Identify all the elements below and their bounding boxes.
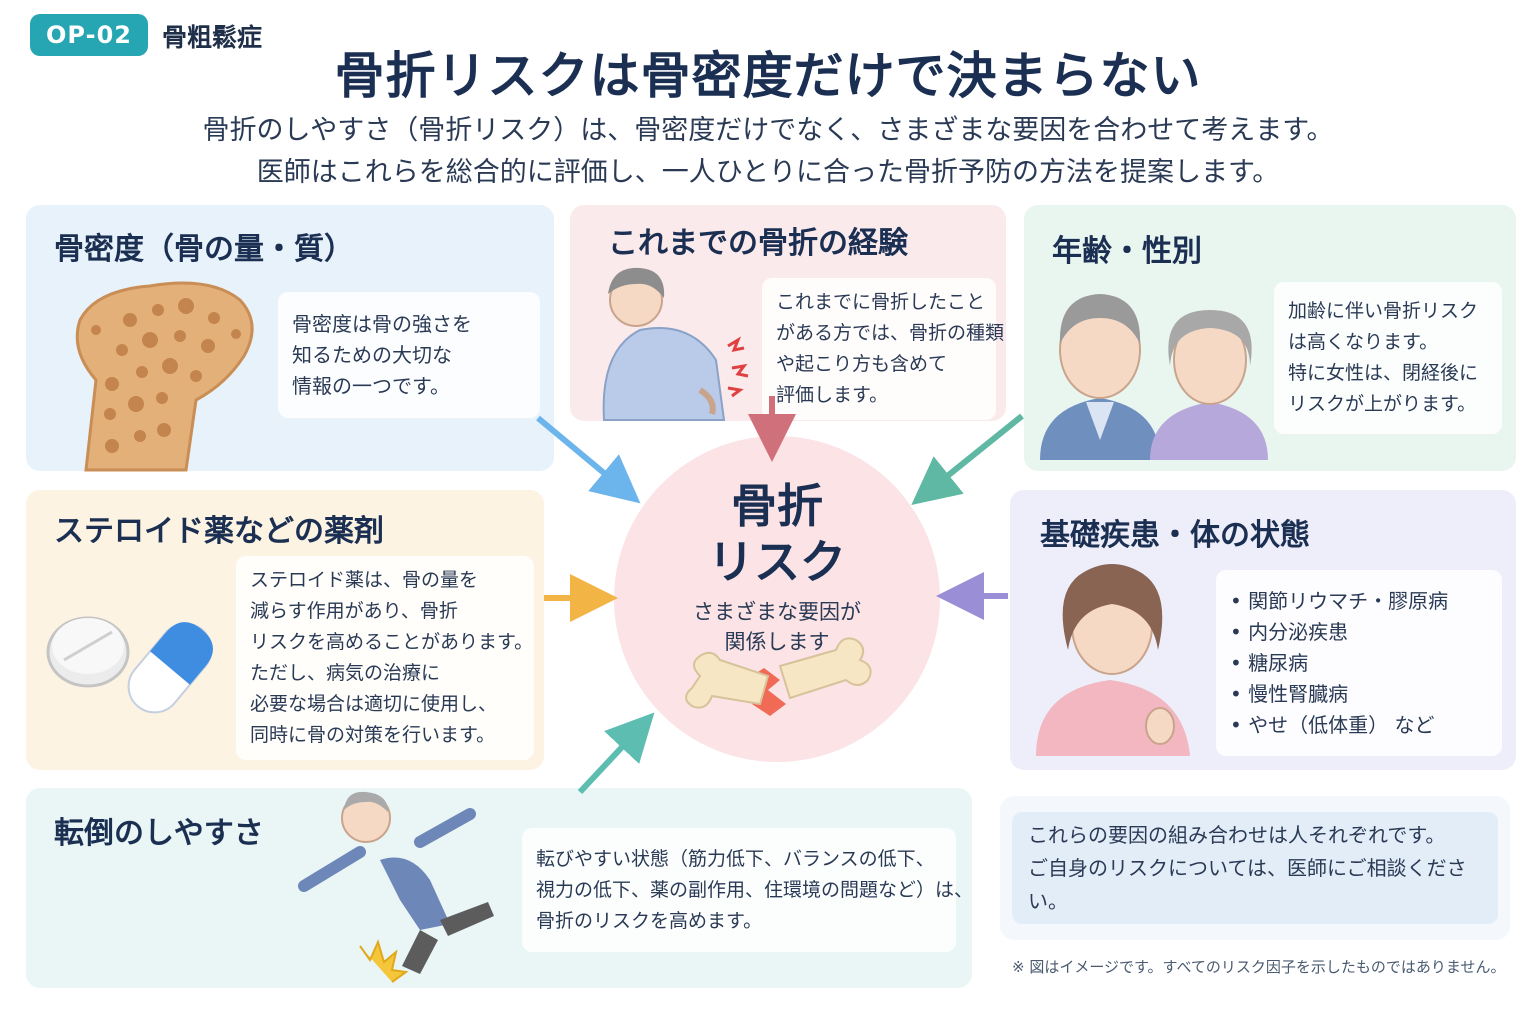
disease-list-item: • やせ（低体重） など: [1230, 712, 1435, 737]
disease-list-item: • 内分泌疾患: [1230, 619, 1349, 644]
age-sex-line: 特に女性は、閉経後に: [1288, 362, 1479, 384]
back-pain-woman-icon: [602, 267, 749, 421]
age-sex-card: 加齢に伴い骨折リスク は高くなります。 特に女性は、閉経後に リスクが上がります…: [1274, 282, 1502, 434]
center-title-line-2: リスク: [708, 535, 846, 589]
note-line: これらの要因の組み合わせは人それぞれです。: [1028, 822, 1446, 847]
fall-line: 視力の低下、薬の副作用、住環境の問題など）は、: [536, 878, 974, 901]
disease-list-item: • 糖尿病: [1230, 650, 1309, 675]
age-sex-title: 年齢・性別: [1052, 234, 1202, 269]
disease-title: 基礎疾患・体の状態: [1040, 518, 1310, 553]
fracture-history-line: 評価します。: [776, 384, 889, 406]
fall-title: 転倒のしやすさ: [54, 816, 264, 851]
steroid-title: ステロイド薬などの薬剤: [54, 514, 384, 549]
disease-card: • 関節リウマチ・膠原病 • 内分泌疾患 • 糖尿病 • 慢性腎臓病 • やせ（…: [1216, 570, 1502, 756]
disease-list-item: • 慢性腎臓病: [1230, 681, 1349, 706]
steroid-line: 同時に骨の対策を行います。: [250, 724, 496, 746]
center-sub-line-1: さまざまな要因が: [693, 600, 861, 624]
bone-density-line: 知るための大切な: [292, 342, 452, 367]
center-sub-line-2: 関係します: [724, 630, 830, 654]
pills-icon: [46, 616, 213, 714]
steroid-line: 必要な場合は適切に使用し、: [250, 693, 498, 715]
note-card: これらの要因の組み合わせは人それぞれです。 ご自身のリスクについては、医師にご相…: [1012, 812, 1498, 924]
age-sex-line: 加齢に伴い骨折リスク: [1288, 300, 1479, 322]
fracture-history-line: これまでに骨折したこと: [776, 291, 986, 313]
fall-line: 転びやすい状態（筋力低下、バランスの低下、: [536, 847, 935, 870]
subtitle-line-2: 医師はこれらを総合的に評価し、一人ひとりに合った骨折予防の方法を提案します。: [256, 157, 1280, 188]
fall-card: 転びやすい状態（筋力低下、バランスの低下、 視力の低下、薬の副作用、住環境の問題…: [522, 828, 974, 952]
fall-line: 骨折のリスクを高めます。: [536, 909, 763, 932]
footnote: ※ 図はイメージです。すべてのリスク因子を示したものではありません。: [1012, 958, 1506, 976]
bone-density-card: 骨密度は骨の強さを 知るための大切な 情報の一つです。: [278, 292, 540, 418]
fracture-history-line: や起こり方も含めて: [776, 353, 948, 375]
broken-bone-icon: [685, 637, 872, 716]
elderly-couple-icon: [1040, 294, 1268, 460]
arrow-fall: [577, 712, 655, 795]
bone-density-line: 骨密度は骨の強さを: [292, 311, 472, 336]
steroid-card: ステロイド薬は、骨の量を 減らす作用があり、骨折 リスクを高めることがあります。…: [236, 556, 534, 760]
fracture-history-title: これまでの骨折の経験: [608, 226, 908, 261]
fracture-history-card: これまでに骨折したこと がある方では、骨折の種類 や起こり方も含めて 評価します…: [762, 278, 1005, 420]
femur-icon: [75, 281, 254, 472]
age-sex-line: は高くなります。: [1288, 331, 1439, 353]
bone-density-line: 情報の一つです。: [292, 373, 450, 398]
subtitle-line-1: 骨折のしやすさ（骨折リスク）は、骨密度だけでなく、さまざまな要因を合わせて考えま…: [202, 115, 1334, 146]
steroid-line: ステロイド薬は、骨の量を: [250, 569, 479, 591]
fracture-history-line: がある方では、骨折の種類: [776, 322, 1005, 344]
category-tag: OP-02: [30, 14, 148, 56]
age-sex-line: リスクが上がります。: [1288, 393, 1477, 415]
bone-density-title: 骨密度（骨の量・質）: [54, 232, 354, 267]
falling-man-icon: [298, 791, 494, 983]
steroid-line: リスクを高めることがあります。: [250, 631, 534, 653]
page-title: 骨折リスクは骨密度だけで決まらない: [334, 47, 1202, 105]
arrow-bone-density: [536, 415, 641, 504]
arrow-age-sex: [911, 413, 1024, 506]
disease-list-item: • 関節リウマチ・膠原病: [1230, 588, 1449, 613]
center-title-line-1: 骨折: [731, 479, 823, 533]
category-label: 骨粗鬆症: [162, 23, 263, 52]
steroid-line: ただし、病気の治療に: [250, 662, 441, 684]
woman-hand-on-chest-icon: [1036, 564, 1190, 756]
steroid-line: 減らす作用があり、骨折: [250, 600, 458, 622]
note-line: ご自身のリスクについては、医師にご相談ください。: [1028, 855, 1467, 913]
